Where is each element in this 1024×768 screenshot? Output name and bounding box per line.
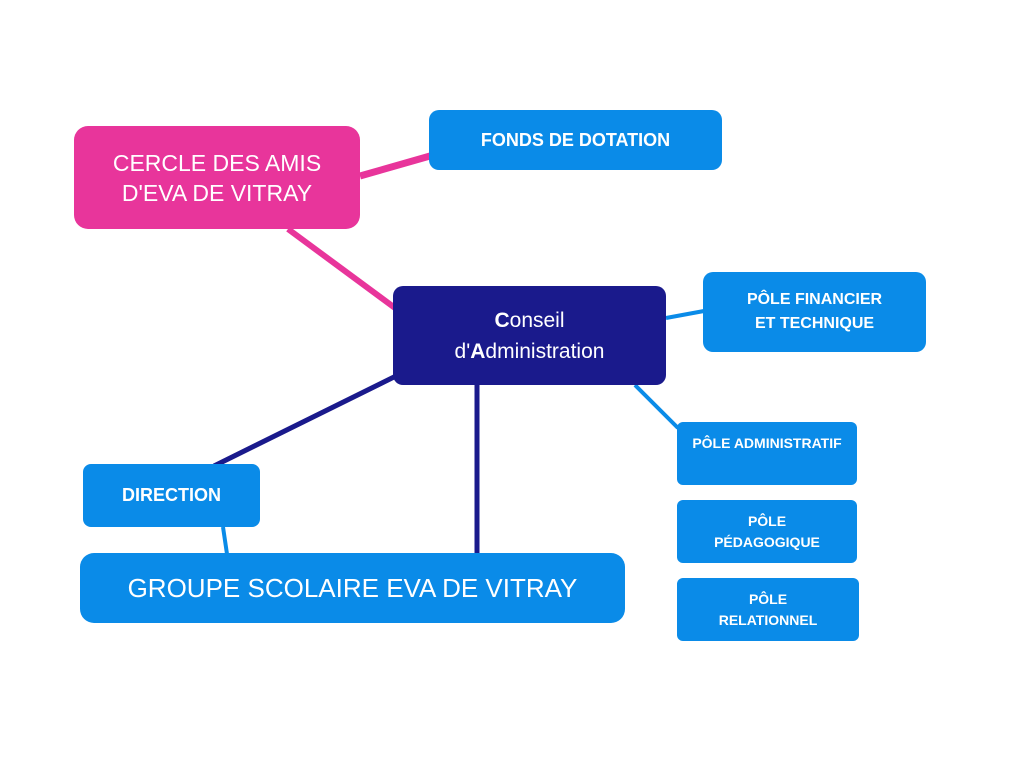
pedagogique-line-2: PÉDAGOGIQUE <box>714 533 820 550</box>
pedagogique-line-1: PÔLE <box>747 512 787 529</box>
conseil-line-1-rest: onseil <box>509 308 565 332</box>
administratif-label: PÔLE ADMINISTRATIF <box>692 435 842 451</box>
direction-label: DIRECTION <box>122 485 221 505</box>
relationnel-line-2: RELATIONNEL <box>718 611 818 628</box>
conseil-initial-c: C <box>494 308 510 332</box>
cercle-line-2: D'EVA DE VITRAY <box>121 179 313 206</box>
conseil-line-2: d'Administration <box>455 336 605 367</box>
conseil-initial-a: A <box>470 339 486 363</box>
link-conseil-direction <box>212 373 398 469</box>
groupe-scolaire-node: GROUPE SCOLAIRE EVA DE VITRAY <box>80 553 625 623</box>
pole-pedagogique-node: PÔLE PÉDAGOGIQUE <box>677 500 857 563</box>
conseil-administration-node: Conseil d'Administration <box>393 286 666 385</box>
link-conseil-administratif <box>633 383 680 430</box>
pole-relationnel-node: PÔLE RELATIONNEL <box>677 578 859 641</box>
financier-line-1: PÔLE FINANCIER <box>746 291 883 308</box>
fonds-de-dotation-node: FONDS DE DOTATION <box>429 110 722 170</box>
link-cercle-conseil <box>286 226 397 311</box>
cercle-line-1: CERCLE DES AMIS <box>112 149 322 176</box>
groupe-label: GROUPE SCOLAIRE EVA DE VITRAY <box>127 572 578 603</box>
relationnel-line-1: PÔLE <box>748 590 788 607</box>
conseil-line-2-prefix: d' <box>454 339 471 363</box>
pole-financier-node: PÔLE FINANCIER ET TECHNIQUE <box>703 272 926 352</box>
link-cercle-fonds <box>359 152 431 180</box>
conseil-line-1: Conseil <box>494 305 564 336</box>
fonds-label: FONDS DE DOTATION <box>480 129 671 150</box>
direction-node: DIRECTION <box>83 464 260 527</box>
link-conseil-financier <box>665 309 705 320</box>
conseil-line-2-rest: dministration <box>485 339 605 363</box>
link-direction-groupe <box>221 526 229 555</box>
pole-administratif-node: PÔLE ADMINISTRATIF <box>677 422 857 485</box>
cercle-des-amis-node: CERCLE DES AMIS D'EVA DE VITRAY <box>74 126 360 229</box>
financier-line-2: ET TECHNIQUE <box>754 315 875 332</box>
